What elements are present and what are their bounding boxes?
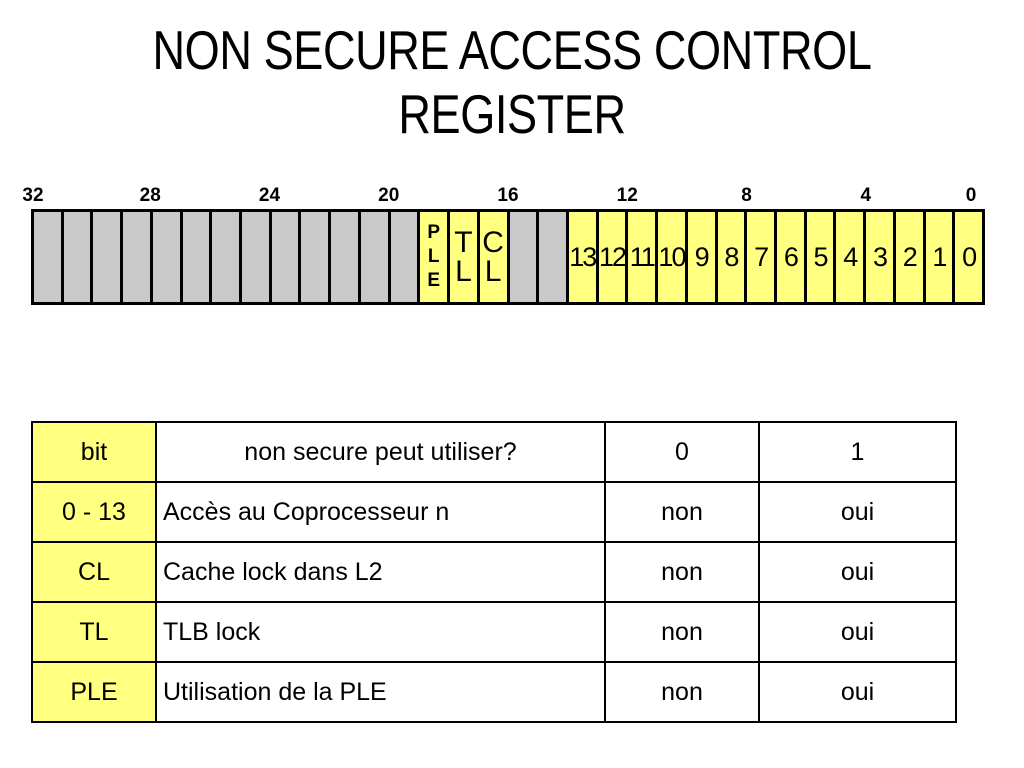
- row-description: Utilisation de la PLE: [155, 661, 606, 723]
- bit-cell-label: 3: [872, 241, 888, 272]
- row-value-one: oui: [758, 541, 957, 603]
- row-value-one: oui: [758, 481, 957, 543]
- bit-cell-reserved: [63, 212, 94, 302]
- bit-cell-field: 3: [866, 212, 896, 302]
- table-header-row: bit non secure peut utiliser? 0 1: [31, 421, 957, 483]
- bit-axis-tick: 32: [22, 185, 44, 206]
- bit-axis-tick: 16: [497, 185, 519, 206]
- bit-cell-field: 13: [568, 212, 599, 302]
- row-bit: 0 - 13: [31, 481, 157, 543]
- bit-axis-tick: 0: [965, 185, 977, 206]
- bit-cell-field: 6: [776, 212, 807, 302]
- bit-cell-label: 13: [569, 241, 596, 272]
- bit-cell-reserved: [34, 212, 64, 302]
- bit-axis-tick: 4: [860, 185, 872, 206]
- bit-cell-field: 9: [687, 212, 718, 302]
- bit-cell-reserved: [182, 212, 213, 302]
- row-value-zero: non: [604, 541, 760, 603]
- bit-axis-tick: 20: [378, 185, 400, 206]
- bit-cell-reserved: [242, 212, 272, 302]
- bit-cell-label: T L: [454, 225, 473, 288]
- bit-axis-tick: 24: [258, 185, 281, 206]
- bit-cell-label: 10: [658, 241, 685, 272]
- bit-cell-reserved: [93, 212, 124, 302]
- bit-cell-field: T L: [450, 212, 480, 302]
- header-description: non secure peut utiliser?: [155, 421, 606, 483]
- bit-axis-tick: 28: [139, 185, 161, 206]
- bit-cell-reserved: [331, 212, 361, 302]
- bit-cell-label: 6: [783, 241, 799, 272]
- bit-cell-field: 7: [747, 212, 777, 302]
- bit-cell-field: C L: [479, 212, 510, 302]
- bit-cell-field: 1: [925, 212, 956, 302]
- bit-cell-field: 11: [628, 212, 659, 302]
- bit-cell-field: 10: [658, 212, 688, 302]
- row-bit: PLE: [31, 661, 157, 723]
- bit-axis-tick: 8: [741, 185, 752, 206]
- bit-cell-field: P L E: [420, 212, 451, 302]
- row-value-zero: non: [604, 481, 760, 543]
- bit-cell-reserved: [123, 212, 153, 302]
- bit-cell-reserved: [152, 212, 183, 302]
- bit-cell-label: P L E: [427, 221, 441, 292]
- bit-cell-label: 2: [902, 241, 918, 272]
- bit-cell-field: 8: [717, 212, 748, 302]
- bit-cell-field: 0: [955, 212, 982, 302]
- bit-cell-reserved: [390, 212, 421, 302]
- bit-cell-field: 12: [598, 212, 629, 302]
- row-bit: TL: [31, 601, 157, 663]
- page-title: NON SECURE ACCESS CONTROL REGISTER: [152, 19, 872, 146]
- row-description: Cache lock dans L2: [155, 541, 606, 603]
- row-description: Accès au Coprocesseur n: [155, 481, 606, 543]
- bit-cell-field: 5: [806, 212, 837, 302]
- header-value-one: 1: [758, 421, 957, 483]
- row-value-one: oui: [758, 601, 957, 663]
- bit-cell-reserved: [271, 212, 302, 302]
- bit-cell-label: 7: [754, 241, 769, 272]
- bit-cell-label: 11: [629, 241, 655, 272]
- row-value-zero: non: [604, 661, 760, 723]
- bit-cell-label: 1: [932, 241, 947, 272]
- bit-axis-ticks: 32 28 24 20 16 12 8 4 0: [22, 185, 985, 209]
- bit-axis-tick: 12: [616, 185, 638, 206]
- bit-cell-reserved: [301, 212, 332, 302]
- bit-cell-reserved: [509, 212, 540, 302]
- bit-cell-reserved: [212, 212, 243, 302]
- bit-cell-label: C L: [482, 225, 504, 288]
- bit-cell-label: 12: [598, 241, 626, 272]
- bit-cell-label: 0: [962, 241, 977, 272]
- row-description: TLB lock: [155, 601, 606, 663]
- register-field-table: bit non secure peut utiliser? 0 1 0 - 13…: [31, 421, 957, 723]
- bit-cell-label: 4: [843, 241, 858, 272]
- table-body: bit non secure peut utiliser? 0 1 0 - 13…: [31, 421, 957, 723]
- bit-cell-label: 9: [694, 241, 710, 272]
- row-value-zero: non: [604, 601, 760, 663]
- row-bit: CL: [31, 541, 157, 603]
- bit-cell-field: 2: [895, 212, 926, 302]
- bit-cell-label: 5: [813, 241, 829, 272]
- header-value-zero: 0: [604, 421, 760, 483]
- bit-cell-field: 4: [836, 212, 867, 302]
- bit-cell-reserved: [360, 212, 391, 302]
- bit-cell-reserved: [539, 212, 569, 302]
- row-value-one: oui: [758, 661, 957, 723]
- bit-cell-label: 8: [724, 241, 739, 272]
- header-bit: bit: [31, 421, 157, 483]
